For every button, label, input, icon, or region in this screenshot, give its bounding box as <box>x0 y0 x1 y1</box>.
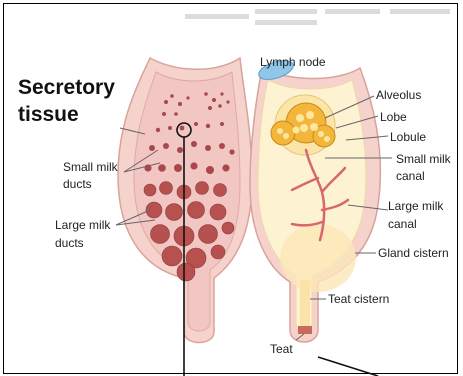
label-small-milk-canal-1: Small milk <box>396 152 451 167</box>
label-lymph-node: Lymph node <box>260 55 326 70</box>
label-large-milk-ducts-2: ducts <box>55 236 84 251</box>
label-gland-cistern: Gland cistern <box>378 246 449 261</box>
label-tissue: tissue <box>18 101 79 129</box>
label-lobule: Lobule <box>390 130 426 145</box>
annotation-line <box>318 357 378 376</box>
label-small-milk-ducts-2: ducts <box>63 177 92 192</box>
label-large-milk-ducts-1: Large milk <box>55 218 110 233</box>
teat-canal <box>300 280 310 332</box>
label-large-milk-canal-2: canal <box>388 217 417 232</box>
label-teat: Teat <box>270 342 293 357</box>
label-large-milk-canal-1: Large milk <box>388 199 443 214</box>
gland-cistern-blob <box>280 224 356 292</box>
teat-tip <box>298 326 312 334</box>
label-alveolus: Alveolus <box>376 88 421 103</box>
label-small-milk-canal-2: canal <box>396 169 425 184</box>
label-small-milk-ducts-1: Small milk <box>63 160 118 175</box>
label-secretory: Secretory <box>18 74 115 102</box>
label-teat-cistern: Teat cistern <box>328 292 389 307</box>
label-lobe: Lobe <box>380 110 407 125</box>
